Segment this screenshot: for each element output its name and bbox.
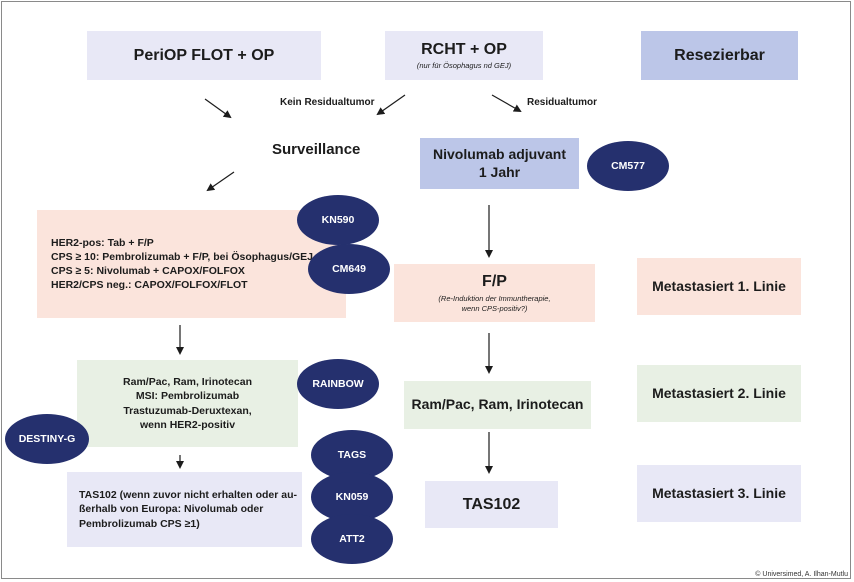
trial-badge-kn059: KN059: [311, 472, 393, 522]
surveillance-label: Surveillance: [272, 141, 361, 158]
trial-badge-rainbow: RAINBOW: [297, 359, 379, 409]
second-line-item: Trastuzumab-Deruxtexan,: [123, 404, 252, 417]
nivolumab-line2: 1 Jahr: [478, 163, 521, 180]
trial-badge-att2: ATT2: [311, 514, 393, 564]
metastasiert-line3-box: Metastasiert 3. Linie: [637, 465, 801, 522]
trial-badge-tags: TAGS: [311, 430, 393, 480]
ram-pac-label: Ram/Pac, Ram, Irinotecan: [411, 396, 584, 413]
third-line-item: TAS102 (wenn zuvor nicht erhalten oder a…: [79, 489, 298, 502]
trial-badge-destiny-g: DESTINY-G: [5, 414, 89, 464]
tas102-label: TAS102: [462, 495, 521, 513]
ram-pac-box: Ram/Pac, Ram, Irinotecan: [404, 381, 591, 429]
fp-box: F/P (Re-Induktion der Immuntherapie, wen…: [394, 264, 595, 322]
second-line-left-box: Ram/Pac, Ram, Irinotecan MSI: Pembrolizu…: [77, 360, 298, 447]
first-line-left-box: HER2-pos: Tab + F/P CPS ≥ 10: Pembrolizu…: [37, 210, 346, 318]
copyright-notice: © Universimed, A. Ilhan-Mutlu: [755, 571, 848, 578]
metastasiert-line1-label: Metastasiert 1. Linie: [652, 277, 786, 294]
first-line-item: HER2-pos: Tab + F/P: [51, 236, 154, 249]
nivolumab-line1: Nivolumab adjuvant: [432, 146, 567, 162]
resezierbar-box: Resezierbar: [641, 31, 798, 80]
second-line-item: wenn HER2-positiv: [139, 418, 236, 431]
trial-badge-kn590: KN590: [297, 195, 379, 245]
fp-label: F/P: [482, 272, 507, 290]
third-line-left-box: TAS102 (wenn zuvor nicht erhalten oder a…: [67, 472, 302, 547]
resezierbar-label: Resezierbar: [674, 46, 765, 64]
fp-note-line1: (Re-Induktion der Immuntherapie,: [438, 293, 551, 303]
periop-flot-box: PeriOP FLOT + OP: [87, 31, 321, 80]
second-line-item: MSI: Pembrolizumab: [135, 390, 240, 403]
rcht-label: RCHT + OP: [421, 40, 507, 58]
metastasiert-line1-box: Metastasiert 1. Linie: [637, 258, 801, 315]
first-line-item: CPS ≥ 10: Pembrolizumab + F/P, bei Ösoph…: [51, 250, 314, 263]
kein-residualtumor-label: Kein Residualtumor: [280, 97, 375, 108]
fp-note-line2: wenn CPS-positiv?): [461, 304, 528, 314]
metastasiert-line2-label: Metastasiert 2. Linie: [652, 384, 786, 401]
metastasiert-line2-box: Metastasiert 2. Linie: [637, 365, 801, 422]
tas102-box: TAS102: [425, 481, 558, 528]
arrow-rcht-to-nivolumab: [491, 94, 522, 112]
trial-badge-cm649: CM649: [308, 244, 390, 294]
residualtumor-label: Residualtumor: [527, 97, 598, 108]
third-line-item: Pembrolizumab CPS ≥1): [79, 517, 200, 530]
arrow-rcht-to-surveillance: [376, 94, 406, 116]
third-line-item: ßerhalb von Europa: Nivolumab oder: [79, 503, 264, 516]
arrow-periop-to-surveillance: [204, 98, 232, 119]
second-line-item: Ram/Pac, Ram, Irinotecan: [123, 376, 252, 389]
rcht-box: RCHT + OP (nur für Ösophagus nd GEJ): [385, 31, 543, 80]
first-line-item: HER2/CPS neg.: CAPOX/FOLFOX/FLOT: [51, 279, 248, 292]
periop-flot-label: PeriOP FLOT + OP: [133, 46, 275, 64]
nivolumab-adjuvant-box: Nivolumab adjuvant 1 Jahr: [420, 138, 579, 189]
metastasiert-line3-label: Metastasiert 3. Linie: [652, 484, 786, 501]
trial-badge-cm577: CM577: [587, 141, 669, 191]
first-line-item: CPS ≥ 5: Nivolumab + CAPOX/FOLFOX: [51, 265, 245, 277]
rcht-note: (nur für Ösophagus nd GEJ): [416, 61, 512, 71]
arrow-surveillance-to-first-line: [206, 171, 235, 192]
